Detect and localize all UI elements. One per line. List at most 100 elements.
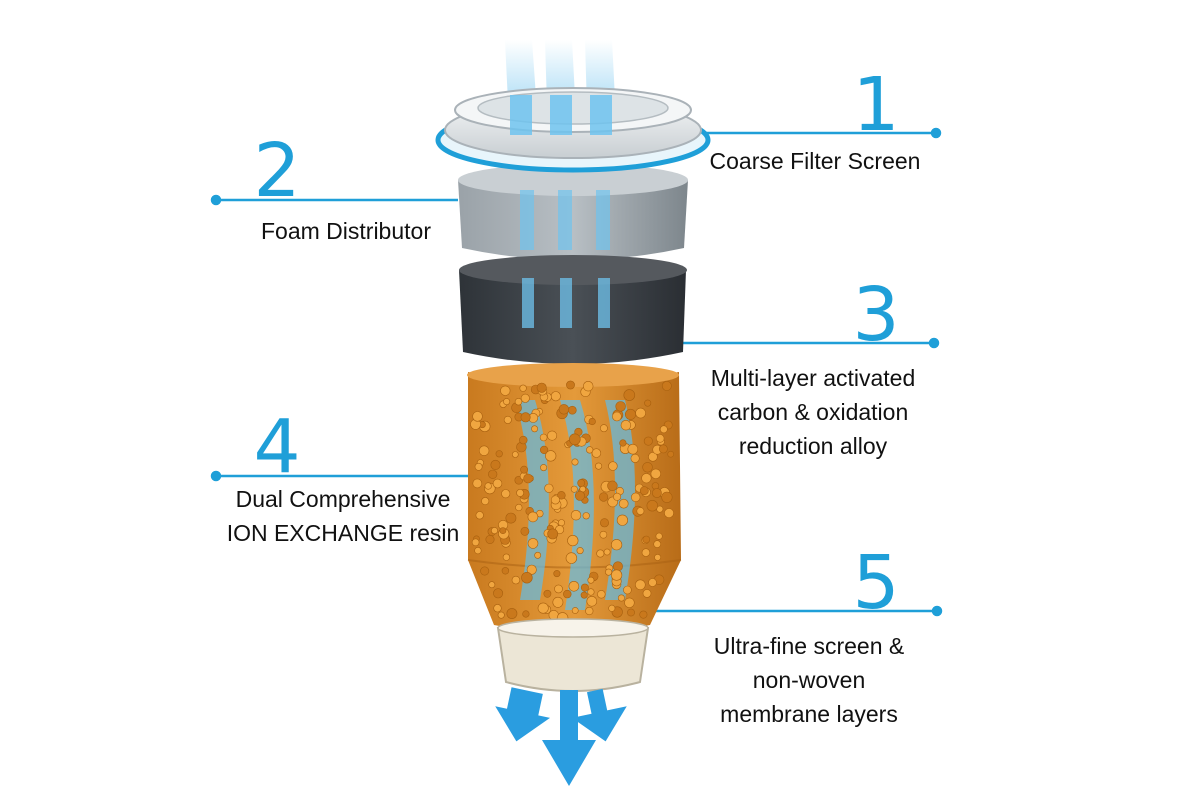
resin-bead xyxy=(523,473,533,484)
resin-bead xyxy=(587,576,595,584)
resin-bead xyxy=(490,459,501,470)
callout-label-5-line-2: non-woven xyxy=(753,667,866,693)
resin-bead xyxy=(554,584,563,594)
resin-bead xyxy=(515,503,523,512)
resin-bead xyxy=(574,490,585,501)
resin-bead xyxy=(585,606,594,616)
resin-bead xyxy=(616,514,629,526)
callout-number-2: 2 xyxy=(253,128,300,214)
resin-bead xyxy=(648,578,657,587)
resin-bead xyxy=(484,482,492,490)
resin-bead xyxy=(501,567,510,575)
callout-label-2: Foam Distributor xyxy=(261,218,431,244)
resin-bead xyxy=(480,566,490,576)
resin-bead xyxy=(580,591,588,599)
leader-line-1 xyxy=(697,127,942,139)
resin-bead xyxy=(642,589,652,598)
callout-label-5-line-1: Ultra-fine screen & xyxy=(714,633,904,659)
resin-bead xyxy=(582,381,594,392)
callout-number-1: 1 xyxy=(852,62,899,148)
resin-bead xyxy=(547,528,559,540)
resin-bead xyxy=(563,589,572,599)
outflow-arrow-right xyxy=(571,688,627,742)
resin-bead xyxy=(636,507,645,515)
resin-bead xyxy=(613,492,622,501)
resin-bead xyxy=(571,458,579,466)
resin-bead xyxy=(472,478,483,489)
resin-bead xyxy=(655,434,665,443)
resin-bead xyxy=(519,435,528,445)
resin-bead xyxy=(565,552,578,564)
resin-bead xyxy=(527,511,539,523)
resin-bead xyxy=(521,571,533,584)
callout-label-3-line-3: reduction alloy xyxy=(739,433,888,459)
resin-bead xyxy=(539,445,549,455)
resin-bead xyxy=(501,489,511,499)
resin-bead xyxy=(596,549,605,558)
resin-bead xyxy=(661,491,673,503)
resin-bead xyxy=(552,596,564,608)
resin-bead xyxy=(503,415,512,424)
resin-bead xyxy=(599,530,608,539)
resin-bead xyxy=(646,500,658,512)
resin-bead xyxy=(653,540,662,548)
leader-line-3 xyxy=(683,337,940,349)
resin-bead xyxy=(488,469,498,479)
resin-bead xyxy=(586,595,598,607)
resin-bead xyxy=(588,417,596,426)
water-outflow-arrows xyxy=(495,687,627,786)
resin-bead xyxy=(492,478,503,489)
resin-bead xyxy=(618,498,629,509)
resin-bead xyxy=(511,451,519,458)
resin-bead xyxy=(567,405,577,415)
resin-bead xyxy=(481,497,490,506)
callout-label-4-line-2: ION EXCHANGE resin xyxy=(227,520,460,546)
resin-chamber xyxy=(467,363,682,633)
resin-bead xyxy=(474,462,483,471)
resin-bead xyxy=(591,448,602,458)
resin-bead xyxy=(488,581,496,589)
resin-bead xyxy=(634,579,646,591)
resin-bead xyxy=(644,399,652,407)
resin-beads xyxy=(470,380,675,624)
resin-bead xyxy=(639,610,648,619)
resin-bead xyxy=(620,420,632,431)
resin-bead xyxy=(571,607,579,614)
resin-bead xyxy=(595,462,603,470)
resin-bead xyxy=(539,433,548,442)
resin-bead xyxy=(495,450,503,458)
coarse-filter-screen-cap xyxy=(435,87,711,173)
resin-bead xyxy=(536,382,547,393)
resin-bead xyxy=(511,575,521,585)
outflow-arrow-center xyxy=(542,690,596,786)
leader-line-4 xyxy=(210,470,470,482)
resin-bead xyxy=(658,444,668,454)
resin-bead xyxy=(641,473,652,484)
callout-number-4: 4 xyxy=(253,404,300,490)
resin-bead xyxy=(502,553,511,561)
resin-bead xyxy=(598,492,609,502)
resin-bead xyxy=(493,588,504,599)
callout-label-3-line-2: carbon & oxidation xyxy=(718,399,909,425)
leader-lines xyxy=(210,127,943,617)
resin-bead xyxy=(654,554,661,561)
resin-bead xyxy=(612,411,622,422)
resin-bead xyxy=(652,488,662,498)
callout-label-4-line-1: Dual Comprehensive xyxy=(236,486,451,512)
resin-bead xyxy=(522,610,530,618)
resin-bead xyxy=(499,527,507,534)
resin-bead xyxy=(643,436,653,446)
resin-bead xyxy=(540,464,548,472)
resin-bead xyxy=(655,532,663,540)
leader-line-2 xyxy=(210,194,458,206)
resin-bead xyxy=(642,462,653,473)
resin-bead xyxy=(503,398,511,406)
resin-bead xyxy=(547,430,558,441)
resin-bead xyxy=(642,535,651,544)
resin-bead xyxy=(635,407,646,419)
resin-bead xyxy=(587,588,595,596)
resin-bead xyxy=(659,425,668,434)
foam-distributor-layer xyxy=(458,164,688,260)
resin-bead xyxy=(641,548,651,557)
